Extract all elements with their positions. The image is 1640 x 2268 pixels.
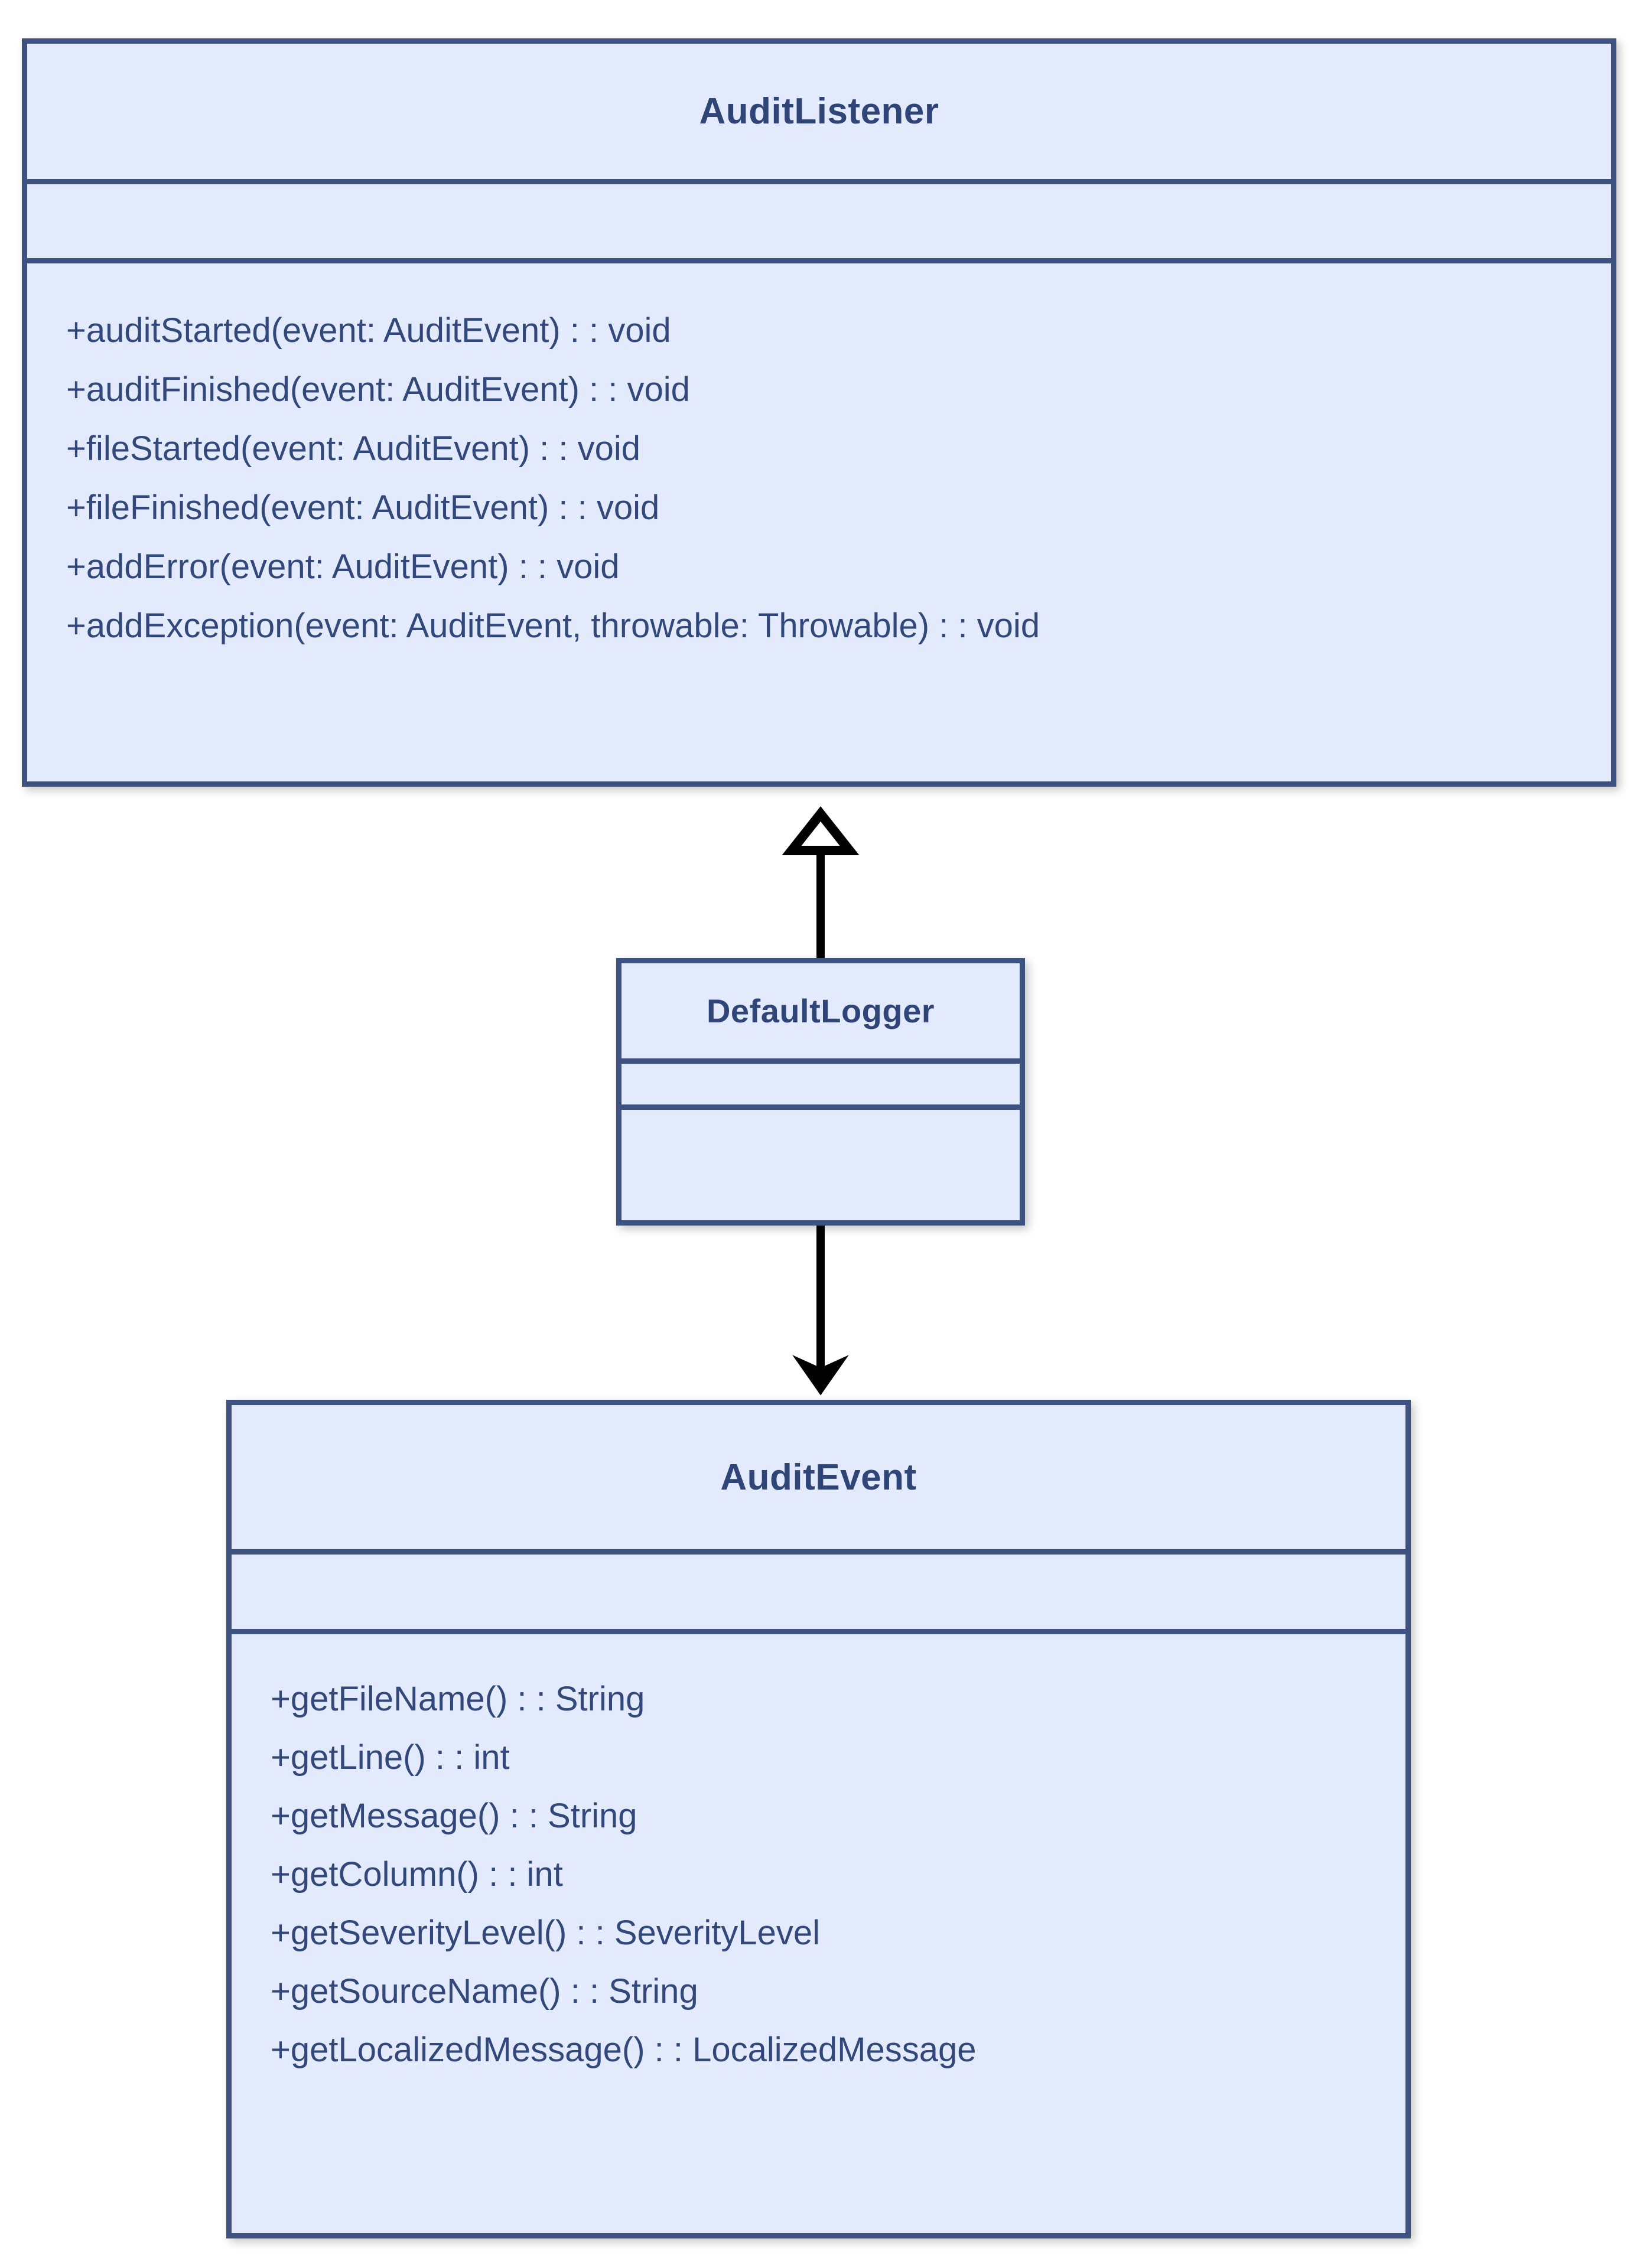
class-title-auditevent: AuditEvent — [232, 1405, 1405, 1555]
class-operations-compartment-auditlistener: +auditStarted(event: AuditEvent) : : voi… — [27, 263, 1611, 781]
class-attributes-compartment-auditevent — [232, 1555, 1405, 1634]
operation-row: +fileStarted(event: AuditEvent) : : void — [66, 429, 641, 468]
class-operations-compartment-auditevent: +getFileName() : : String +getLine() : :… — [232, 1634, 1405, 2233]
operation-row: +addError(event: AuditEvent) : : void — [66, 548, 620, 586]
solid-arrowhead-icon — [792, 1355, 849, 1396]
operation-row: +getLocalizedMessage() : : LocalizedMess… — [271, 2031, 977, 2069]
operation-row: +getSeverityLevel() : : SeverityLevel — [271, 1914, 821, 1952]
operation-row: +getMessage() : : String — [271, 1797, 637, 1835]
hollow-triangle-arrowhead-icon — [782, 806, 860, 855]
operation-row: +getLine() : : int — [271, 1738, 510, 1777]
operation-row: +getFileName() : : String — [271, 1680, 645, 1718]
operation-row: +addException(event: AuditEvent, throwab… — [66, 607, 1040, 645]
class-attributes-compartment-defaultlogger — [621, 1064, 1020, 1110]
operation-row: +getSourceName() : : String — [271, 1972, 698, 2010]
uml-class-auditlistener[interactable]: AuditListener +auditStarted(event: Audit… — [22, 38, 1616, 787]
operation-row: +auditFinished(event: AuditEvent) : : vo… — [66, 370, 690, 409]
dependency-connector-defaultlogger-to-auditevent[interactable] — [792, 1226, 849, 1396]
operation-row: +auditStarted(event: AuditEvent) : : voi… — [66, 311, 671, 350]
uml-class-auditevent[interactable]: AuditEvent +getFileName() : : String +ge… — [226, 1400, 1411, 2238]
operation-row: +getColumn() : : int — [271, 1855, 563, 1894]
class-title-defaultlogger: DefaultLogger — [621, 963, 1020, 1064]
class-title-auditlistener: AuditListener — [27, 44, 1611, 184]
operation-row: +fileFinished(event: AuditEvent) : : voi… — [66, 488, 660, 527]
class-operations-compartment-defaultlogger — [621, 1110, 1020, 1220]
uml-class-defaultlogger[interactable]: DefaultLogger — [616, 958, 1025, 1226]
class-attributes-compartment-auditlistener — [27, 184, 1611, 263]
generalization-connector-defaultlogger-to-auditlistener[interactable] — [782, 806, 860, 958]
